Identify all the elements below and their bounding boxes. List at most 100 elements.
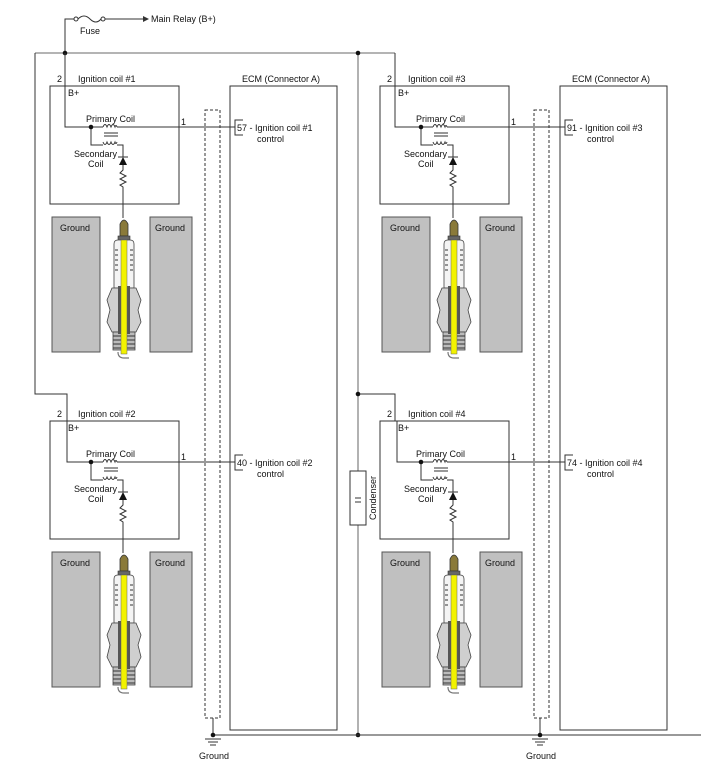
secondary-winding: [432, 140, 448, 145]
plug-ground-electrode: [447, 351, 459, 359]
diode-icon: [449, 492, 457, 500]
secondary-winding: [102, 475, 118, 480]
ecm-pin-control-label: control: [587, 469, 614, 479]
ignition-coil-1: 2 Ignition coil #1 B+ Primary CoilSecondary…: [49, 74, 186, 205]
secondary-coil-label: Coil: [88, 494, 104, 504]
resistor-icon: [448, 156, 458, 218]
primary-coil-label: Primary Coil: [416, 449, 465, 459]
spark-plug-icon: [106, 554, 142, 694]
resistor-icon: [118, 491, 128, 553]
ground-block: [381, 216, 431, 353]
primary-winding: [102, 124, 118, 129]
ecm-pin-bracket: [234, 119, 243, 136]
coil-box: [49, 85, 180, 205]
pin-number: 1: [181, 452, 186, 462]
secondary-coil-label: Coil: [418, 159, 434, 169]
ignition-coil-unit-1: 2 Ignition coil #1 B+ Primary CoilSecondary…: [49, 53, 313, 359]
pin-number: 2: [57, 74, 62, 84]
secondary-wire: [420, 127, 433, 146]
ecm-pin-label: 40 - Ignition coil #2: [237, 458, 313, 468]
ecm-pin-control-label: control: [257, 469, 284, 479]
b-plus-label: B+: [398, 88, 409, 98]
plug-center-electrode: [120, 239, 128, 355]
secondary-winding: [102, 140, 118, 145]
pin-number: 1: [181, 117, 186, 127]
primary-winding: [102, 459, 118, 464]
plug-ribs: [445, 249, 463, 271]
plug-ribs: [115, 249, 133, 271]
primary-coil-label: Primary Coil: [86, 114, 135, 124]
ground-block: [479, 216, 523, 353]
plug-center-electrode: [450, 574, 458, 690]
ground-block-label: Ground: [155, 223, 185, 233]
plug-ground-electrode: [447, 686, 459, 694]
secondary-coil-label: Secondary: [74, 149, 118, 159]
plug-ribs: [445, 584, 463, 606]
secondary-wire: [117, 144, 124, 157]
ecm-label: ECM (Connector A): [242, 74, 320, 84]
secondary-winding: [432, 475, 448, 480]
coil-box: [379, 420, 510, 540]
secondary-wire: [90, 127, 103, 146]
plug-terminal: [449, 219, 459, 237]
ground-block-label: Ground: [390, 223, 420, 233]
coil-name: Ignition coil #1: [78, 74, 136, 84]
plug-ground-electrode: [117, 686, 129, 694]
ground-block: [51, 551, 101, 688]
ecm-pin-label: 57 - Ignition coil #1: [237, 123, 313, 133]
condenser: Condenser: [349, 470, 378, 526]
ecm-pin-bracket: [234, 454, 243, 471]
ground-block-label: Ground: [485, 558, 515, 568]
coil-name: Ignition coil #2: [78, 409, 136, 419]
secondary-coil-label: Coil: [418, 494, 434, 504]
coil-core: [104, 132, 118, 137]
primary-coil-label: Primary Coil: [416, 114, 465, 124]
ground-symbol-left: Ground: [199, 738, 229, 761]
b-plus-label: B+: [68, 88, 79, 98]
junction-dot: [418, 124, 424, 130]
plug-ribs: [115, 584, 133, 606]
ecm-left: ECM (Connector A): [229, 74, 338, 731]
diode-icon: [119, 157, 127, 165]
ecm-pin-bracket: [564, 454, 573, 471]
main-relay-label: Main Relay (B+): [151, 14, 216, 24]
ground-block-label: Ground: [155, 558, 185, 568]
b-plus-label: B+: [68, 423, 79, 433]
ground-label: Ground: [199, 751, 229, 761]
pin-number: 1: [511, 452, 516, 462]
resistor-icon: [448, 491, 458, 553]
secondary-wire: [447, 479, 454, 492]
plug-center-electrode: [120, 574, 128, 690]
diode-icon: [119, 492, 127, 500]
ecm-pin-control-label: control: [257, 134, 284, 144]
coil-box: [379, 85, 510, 205]
fuse: Fuse Main Relay (B+): [64, 14, 216, 53]
ground-block-label: Ground: [60, 558, 90, 568]
coil-core: [104, 467, 118, 472]
fuse-label: Fuse: [80, 26, 100, 36]
plug-ground-electrode: [117, 351, 129, 359]
coil-core: [434, 132, 448, 137]
primary-winding: [432, 124, 448, 129]
secondary-wire: [420, 462, 433, 481]
secondary-coil-label: Secondary: [404, 484, 448, 494]
ground-block: [149, 216, 193, 353]
ecm-pin-label: 91 - Ignition coil #3: [567, 123, 643, 133]
secondary-coil-label: Coil: [88, 159, 104, 169]
spark-plug-icon: [436, 554, 472, 694]
junction-dot: [88, 459, 94, 465]
coil-name: Ignition coil #3: [408, 74, 466, 84]
resistor-icon: [118, 156, 128, 218]
ecm-pin-bracket: [564, 119, 573, 136]
ecm-pin-label: 74 - Ignition coil #4: [567, 458, 643, 468]
ground-block-label: Ground: [485, 223, 515, 233]
coil-box: [49, 420, 180, 540]
junction-dot: [88, 124, 94, 130]
ground-block-label: Ground: [390, 558, 420, 568]
ground-block: [479, 551, 523, 688]
